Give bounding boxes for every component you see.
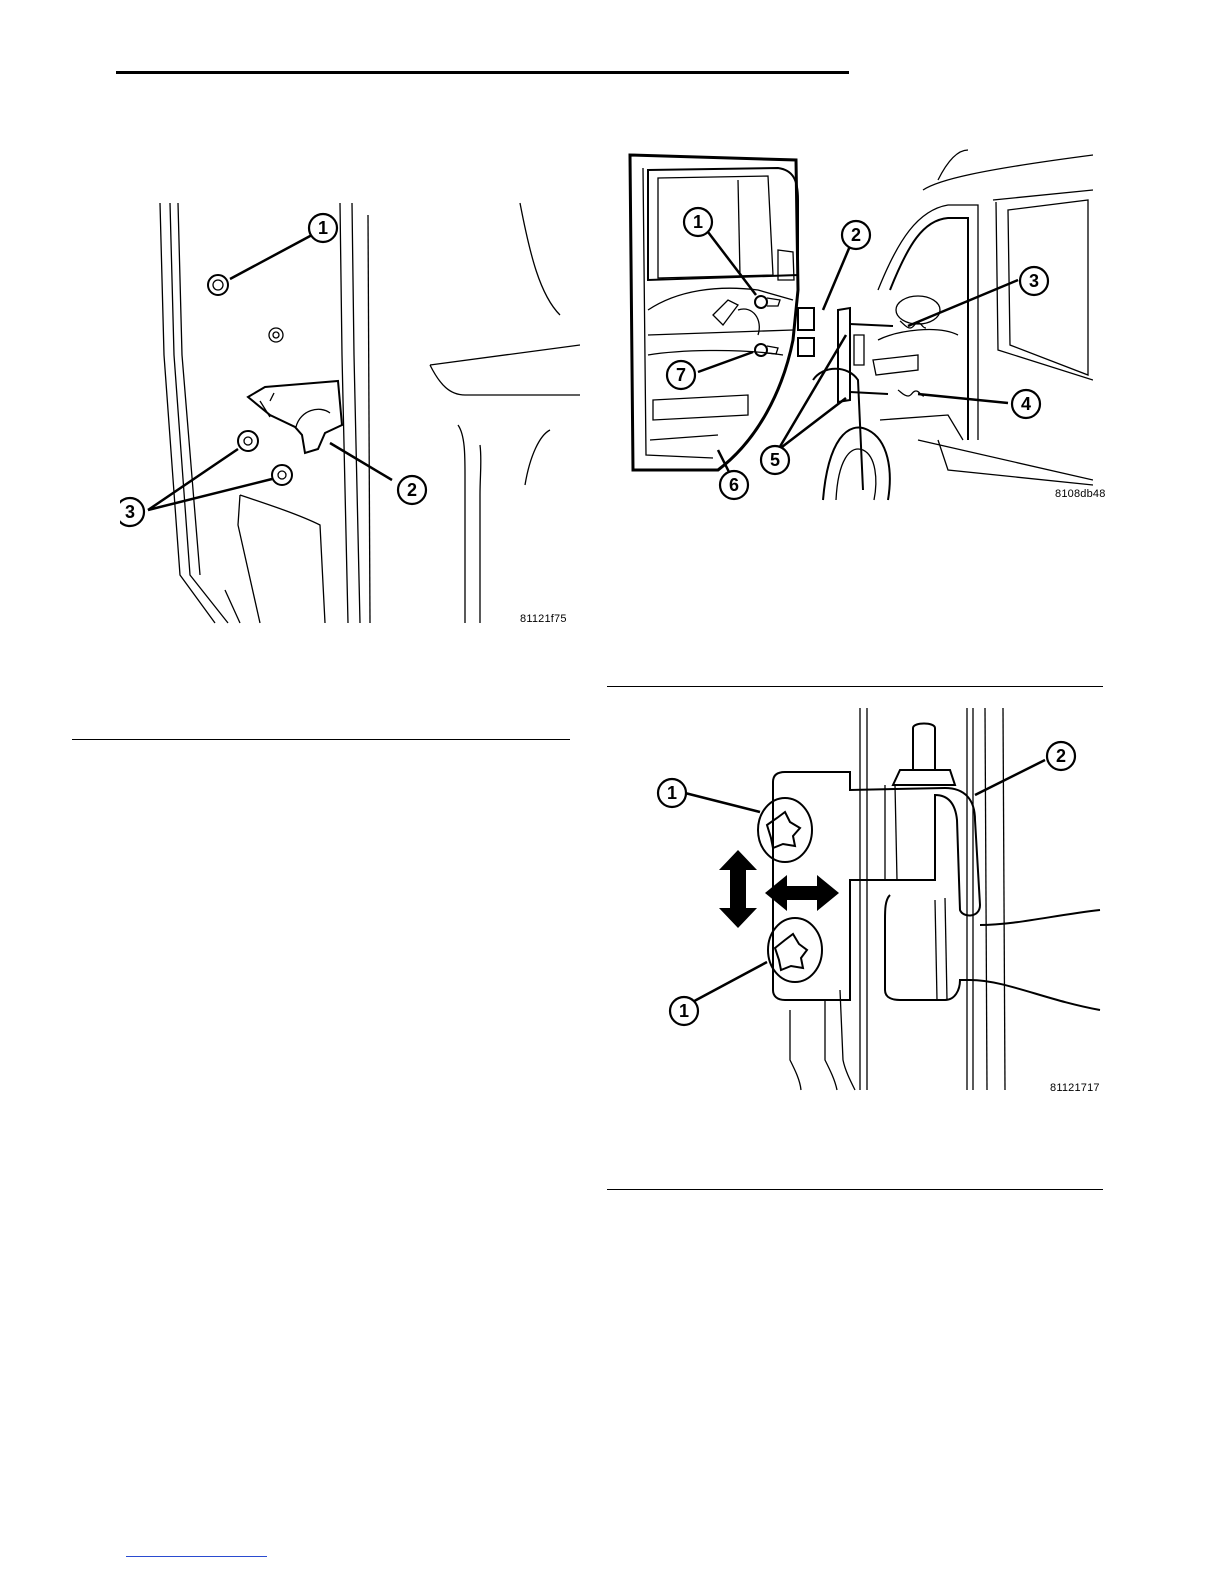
striker-figure: 1 2 3 81121f75: [120, 195, 580, 630]
svg-text:7: 7: [676, 365, 686, 385]
figure-code: 81121f75: [520, 613, 567, 625]
horizontal-adjust-arrow: [765, 875, 839, 911]
footer-link-underline[interactable]: [126, 1556, 267, 1557]
svg-text:2: 2: [407, 480, 417, 500]
callout-2: 2: [842, 221, 870, 249]
header-rule: [116, 71, 849, 74]
callout-1: 1: [658, 779, 686, 807]
figure-code: 8108db48: [1055, 488, 1106, 500]
vertical-adjust-arrow: [719, 850, 757, 928]
callout-1: 1: [670, 997, 698, 1025]
svg-text:5: 5: [770, 450, 780, 470]
callout-2: 2: [398, 476, 426, 504]
svg-text:1: 1: [693, 212, 703, 232]
door-hinge-figure: 1 2 3 4 5 6 7 8108db48: [618, 140, 1093, 510]
section-divider: [607, 1189, 1103, 1190]
svg-text:1: 1: [318, 218, 328, 238]
svg-text:3: 3: [1029, 271, 1039, 291]
svg-text:6: 6: [729, 475, 739, 495]
callout-2: 2: [1047, 742, 1075, 770]
section-divider: [607, 686, 1103, 687]
door-hinge-illustration: 1 2 3 4 5 6 7: [618, 140, 1093, 510]
hinge-adjust-figure: 1 1 2 81121717: [645, 700, 1105, 1100]
svg-text:4: 4: [1021, 394, 1031, 414]
callout-3: 3: [1020, 267, 1048, 295]
callout-3: 3: [120, 498, 144, 526]
svg-text:3: 3: [125, 502, 135, 522]
svg-text:2: 2: [1056, 746, 1066, 766]
svg-text:2: 2: [851, 225, 861, 245]
svg-text:1: 1: [667, 783, 677, 803]
callout-5: 5: [761, 446, 789, 474]
svg-text:1: 1: [679, 1001, 689, 1021]
hinge-adjust-illustration: 1 1 2: [645, 700, 1105, 1100]
section-divider: [72, 739, 570, 740]
callout-7: 7: [667, 361, 695, 389]
striker-illustration: 1 2 3: [120, 195, 580, 630]
callout-1: 1: [309, 214, 337, 242]
callout-4: 4: [1012, 390, 1040, 418]
figure-code: 81121717: [1050, 1082, 1100, 1094]
callout-6: 6: [720, 471, 748, 499]
callout-1: 1: [684, 208, 712, 236]
